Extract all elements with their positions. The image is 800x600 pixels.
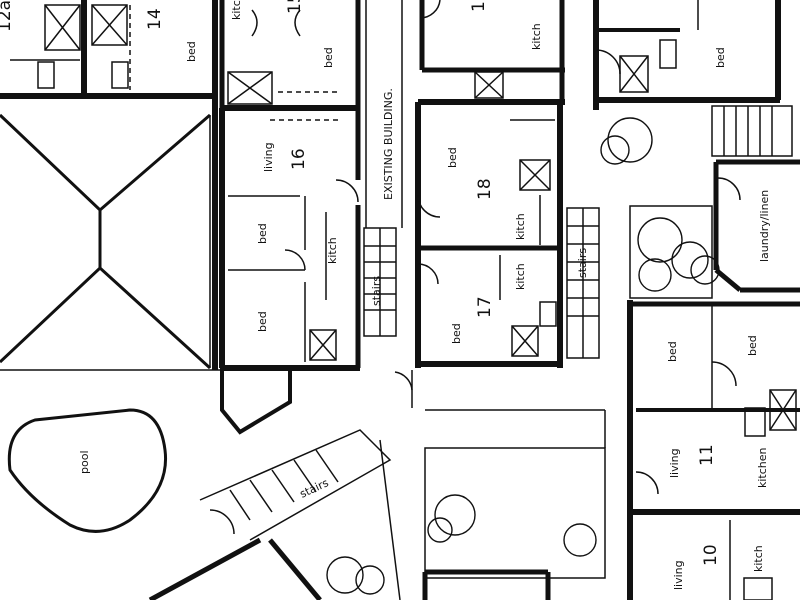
unit-17-block xyxy=(417,255,557,357)
room-bed-17: bed xyxy=(450,323,463,344)
unit-15-label: 15 xyxy=(285,0,305,14)
laundry-linen-label: laundry/linen xyxy=(758,190,771,262)
right-stairs xyxy=(566,207,600,359)
courtyard-lower xyxy=(422,409,606,600)
room-living-11: living xyxy=(668,448,681,478)
block-top-left xyxy=(0,0,225,370)
center-corridor xyxy=(363,0,413,408)
unit-12a-label: 12a xyxy=(0,0,15,32)
room-bed-11b: bed xyxy=(746,335,759,356)
stairs-right-label: stairs xyxy=(576,248,589,278)
unit-19-label: 19 xyxy=(469,0,489,12)
units-right-column xyxy=(627,300,800,600)
block-top-right xyxy=(593,0,781,110)
unit-16-label: 16 xyxy=(289,148,309,170)
existing-building-banner: EXISTING BUILDING. xyxy=(382,88,395,200)
bottom-stairs xyxy=(148,429,401,600)
room-kitch-16: kitch xyxy=(326,237,339,264)
bay-projection xyxy=(220,368,292,435)
stairs-left-label: stairs xyxy=(370,276,383,306)
room-kitch-18: kitch xyxy=(514,213,527,240)
room-kitch-19: kitch xyxy=(530,23,543,50)
room-bed-11a: bed xyxy=(666,341,679,362)
room-kitch-15: kitch xyxy=(230,0,243,20)
pool-label: pool xyxy=(78,451,91,475)
room-bed-18: bed xyxy=(446,147,459,168)
room-kitchen-11: kitchen xyxy=(756,447,769,488)
pool xyxy=(7,408,168,533)
room-living-16: living xyxy=(262,142,275,172)
room-bed-top-right: bed xyxy=(714,47,727,68)
unit-14-label: 14 xyxy=(145,8,165,30)
unit-15-block xyxy=(222,0,361,111)
unit-18-label: 18 xyxy=(475,178,495,200)
unit-17-label: 17 xyxy=(475,296,495,318)
room-kitch-10: kitch xyxy=(752,545,765,572)
unit-18-block xyxy=(415,99,565,368)
room-bed-16a: bed xyxy=(256,223,269,244)
laundry-block xyxy=(711,105,800,293)
unit-10-label: 10 xyxy=(701,544,721,566)
trees xyxy=(326,117,720,595)
room-bed-16b: bed xyxy=(256,311,269,332)
left-courtyard xyxy=(0,113,222,371)
room-kitch-17: kitch xyxy=(514,263,527,290)
room-bed-15: bed xyxy=(322,47,335,68)
unit-19-block xyxy=(419,0,565,100)
room-living-10: living xyxy=(672,560,685,590)
room-bed-14: bed xyxy=(185,41,198,62)
unit-11-label: 11 xyxy=(697,444,717,466)
